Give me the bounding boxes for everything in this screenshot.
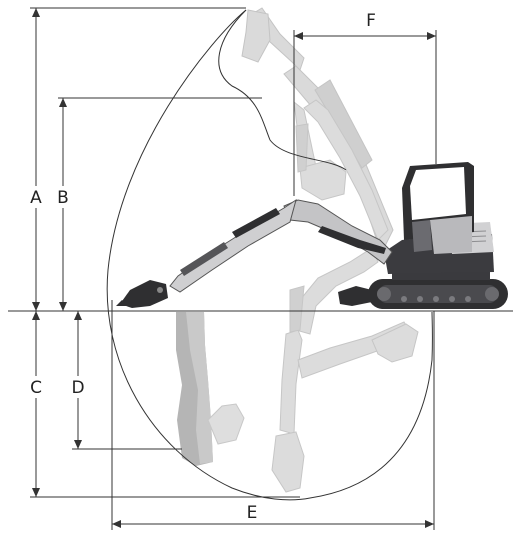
label-c: C (30, 378, 42, 398)
working-range-upper-notch (218, 9, 347, 171)
slewing-ring (392, 270, 490, 280)
cab-window-front (410, 167, 466, 220)
label-a-bg (27, 186, 45, 208)
track-wheel-1 (377, 287, 391, 301)
cab-side-panel (430, 216, 472, 254)
label-d: D (71, 378, 84, 398)
dozer-blade (338, 286, 372, 306)
label-b: B (57, 188, 69, 208)
label-e: E (247, 503, 258, 523)
label-b-bg (54, 186, 72, 208)
label-a: A (30, 188, 42, 208)
dimension-arrowheads (32, 8, 436, 528)
cab-window-side (412, 220, 432, 252)
stick-cylinder (232, 208, 280, 238)
ghost-arm-deep-dig (271, 247, 419, 493)
main-bucket (120, 280, 168, 308)
bucket-teeth (116, 300, 128, 306)
track-rollers (401, 296, 471, 302)
label-f: F (366, 11, 376, 31)
label-d-bg (69, 376, 87, 398)
working-range-envelope (106, 9, 433, 501)
dug-trench-highlight (186, 312, 213, 464)
bucket-cylinder (180, 242, 228, 276)
ghost-arm-mid-reach (293, 99, 389, 241)
bucket-pin (157, 287, 163, 293)
track-wheel-2 (485, 287, 499, 301)
ghost-arm-trench (207, 403, 245, 445)
label-c-bg (27, 376, 45, 398)
boom-cylinder (318, 226, 386, 254)
excavator-main (116, 162, 508, 309)
